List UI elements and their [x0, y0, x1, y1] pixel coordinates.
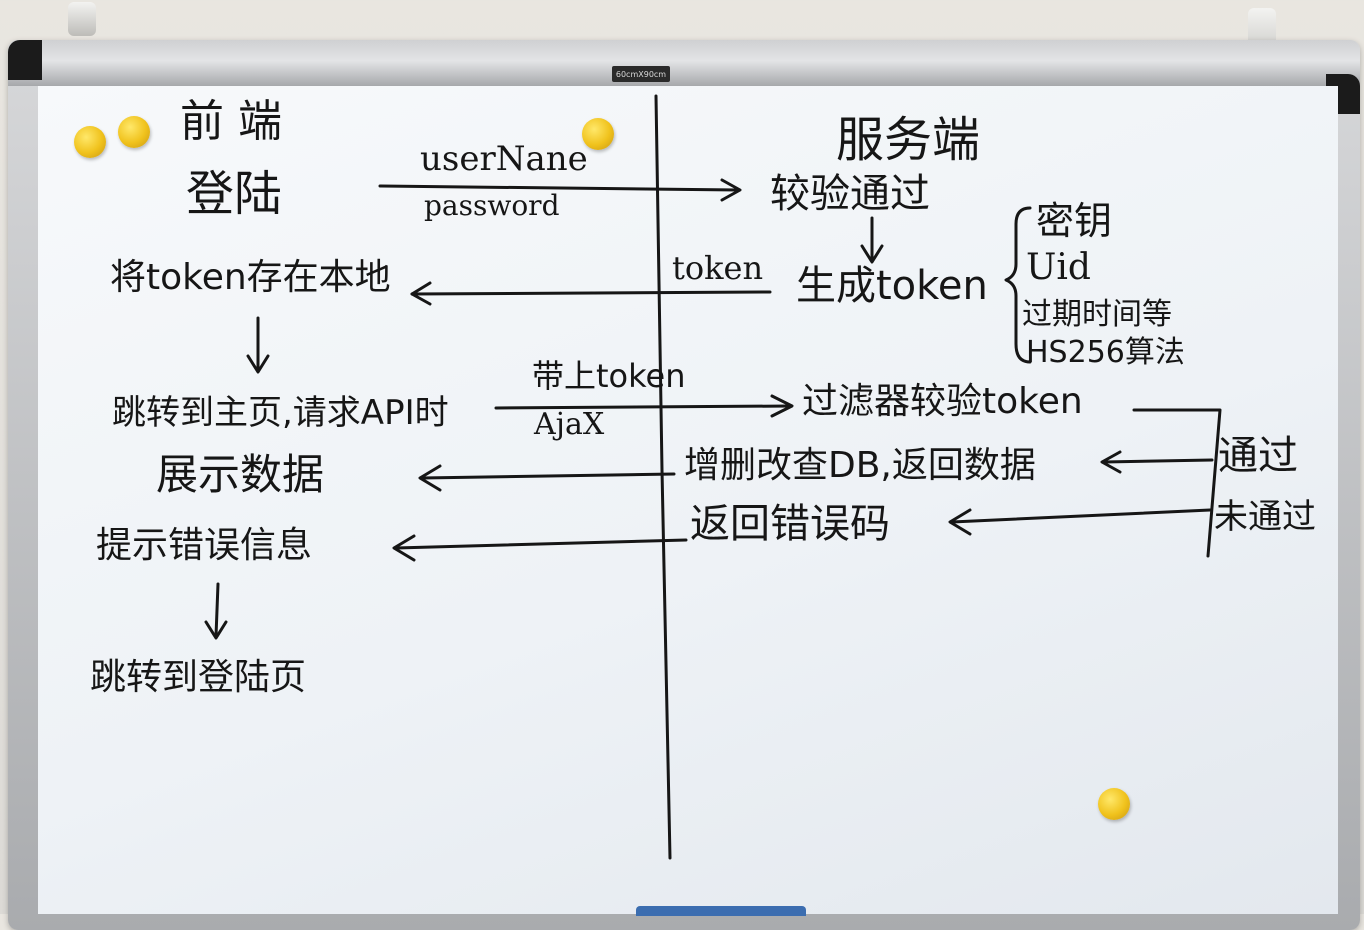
arrow-show-error [394, 538, 688, 550]
token-parts-brace [1004, 206, 1032, 364]
magnet-icon [74, 126, 106, 158]
frontend-jump-home: 跳转到主页,请求API时 [112, 393, 449, 433]
magnet-icon [582, 118, 614, 150]
label-request-token: 带上token [532, 357, 686, 395]
label-ajax: AjaX [534, 407, 605, 442]
label-password: password [424, 189, 560, 222]
arrow-show-data [420, 472, 676, 480]
wall-hook-left [68, 2, 96, 36]
magnet-icon [1098, 788, 1130, 820]
token-part-uid: Uid [1026, 247, 1091, 288]
backend-heading: 服务端 [836, 112, 981, 168]
arrow-passed [1102, 458, 1214, 464]
arrow-request [494, 404, 792, 410]
whiteboard-top-rail [8, 40, 1360, 86]
token-part-algorithm: HS256算法 [1026, 335, 1185, 370]
arrow-login [378, 184, 740, 192]
frame-corner-top-left [8, 40, 42, 80]
filter-connector [1132, 408, 1222, 558]
frontend-show-data: 展示数据 [156, 450, 325, 499]
backend-not-passed: 未通过 [1214, 497, 1316, 537]
whiteboard-surface [38, 86, 1338, 914]
bottom-tray-tab [636, 906, 806, 916]
backend-passed: 通过 [1218, 433, 1298, 479]
backend-crud: 增删改查DB,返回数据 [684, 445, 1036, 486]
frontend-show-error: 提示错误信息 [96, 525, 313, 566]
frontend-login: 登陆 [186, 166, 283, 222]
arrow-not-passed [950, 508, 1212, 524]
magnet-icon [118, 116, 150, 148]
arrow-error-to-login [214, 582, 220, 638]
token-part-expiry: 过期时间等 [1022, 297, 1172, 332]
frontend-heading: 前 端 [180, 96, 282, 147]
label-token-return: token [672, 249, 764, 287]
backend-verify-pass: 较验通过 [770, 171, 930, 217]
label-username: userNane [420, 139, 588, 179]
backend-return-error: 返回错误码 [690, 501, 890, 547]
token-part-secret: 密钥 [1036, 199, 1113, 243]
arrow-token-return [410, 290, 772, 296]
backend-filter-verify: 过滤器较验token [802, 381, 1083, 422]
frontend-store-token: 将token存在本地 [110, 257, 391, 298]
frontend-jump-login: 跳转到登陆页 [90, 657, 307, 698]
backend-generate-token: 生成token [796, 263, 988, 309]
board-size-label: 60cmX90cm [612, 66, 670, 82]
center-divider-line [654, 94, 672, 860]
